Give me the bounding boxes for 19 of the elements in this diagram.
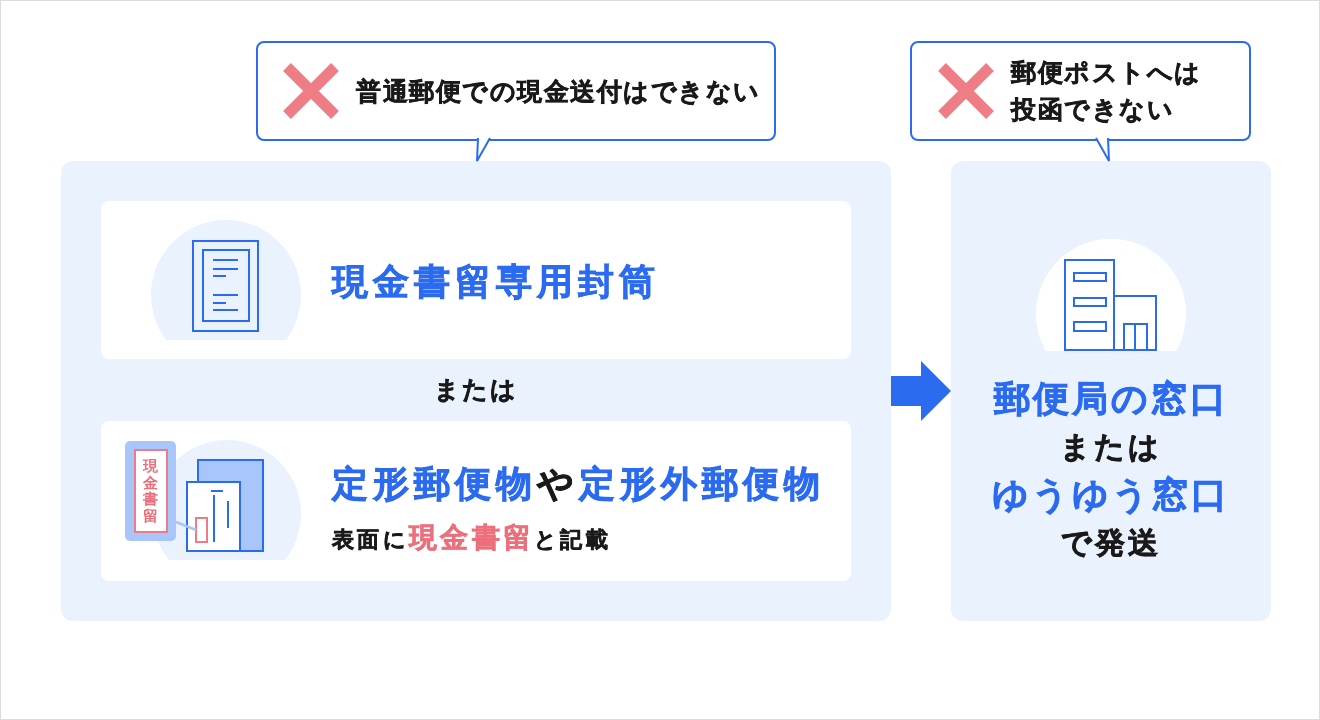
speech-bubble bbox=[256, 41, 776, 141]
card-note: 表面に現金書留と記載 bbox=[332, 521, 611, 555]
speech-bubble bbox=[910, 41, 1251, 141]
separator-text: または bbox=[434, 374, 518, 405]
option-card bbox=[101, 421, 851, 581]
warning-text: 普通郵便での現金送付はできない bbox=[356, 75, 761, 107]
card-title: 定形郵便物や定形外郵便物 bbox=[332, 462, 826, 506]
callout-pointer bbox=[476, 137, 491, 162]
options-panel bbox=[61, 161, 891, 621]
card-title: 現金書留専用封筒 bbox=[332, 260, 661, 304]
option-card bbox=[101, 201, 851, 359]
destination-text: 郵便局の窓口またはゆうゆう窓口で発送 bbox=[992, 377, 1230, 561]
leader-line bbox=[175, 520, 197, 532]
warning-text: 郵便ポストへは投函できない bbox=[1011, 57, 1203, 125]
callout-pointer bbox=[1095, 137, 1110, 162]
stamp-text: 現金書留 bbox=[143, 458, 158, 524]
label-tag bbox=[125, 441, 176, 541]
destination-panel bbox=[951, 161, 1271, 621]
block-arrow bbox=[891, 361, 951, 421]
